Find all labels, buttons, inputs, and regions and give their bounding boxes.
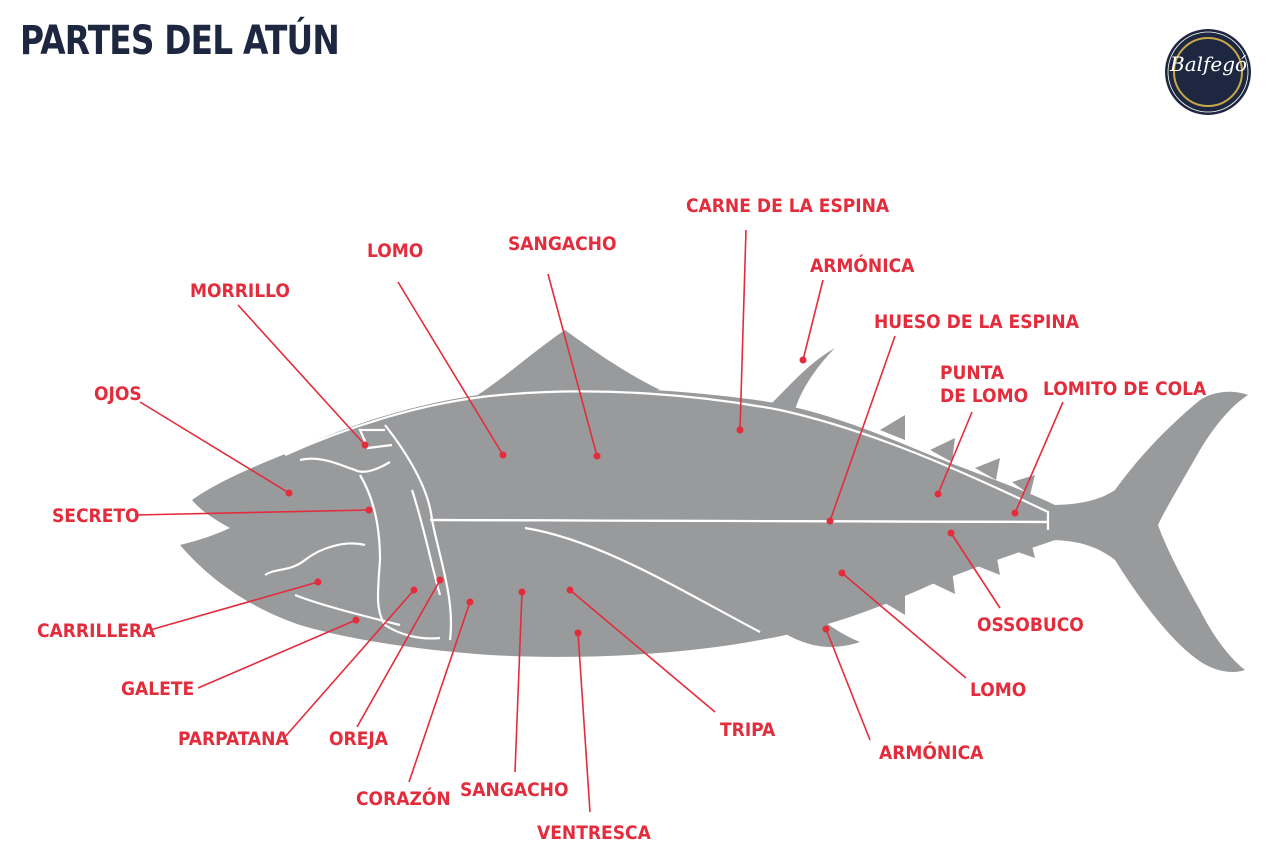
label-punta-lomo-2: DE LOMO xyxy=(940,385,1028,407)
tuna-silhouette xyxy=(180,330,1248,672)
label-oreja: OREJA xyxy=(329,728,389,750)
label-carrillera: CARRILLERA xyxy=(37,620,156,642)
label-sangacho-bottom: SANGACHO xyxy=(460,779,568,801)
leader-lines xyxy=(134,229,1064,813)
part-labels: MORRILLO LOMO SANGACHO CARNE DE LA ESPIN… xyxy=(37,195,1207,844)
label-lomo-bottom: LOMO xyxy=(970,679,1026,701)
label-ossobuco: OSSOBUCO xyxy=(977,614,1084,636)
logo-text: Balfegó xyxy=(1170,52,1248,76)
label-lomito-cola: LOMITO DE COLA xyxy=(1043,378,1207,400)
label-armonica-top: ARMÓNICA xyxy=(810,253,915,277)
label-corazon: CORAZÓN xyxy=(356,786,451,810)
balfego-logo xyxy=(1165,29,1251,115)
label-lomo-top: LOMO xyxy=(367,240,423,262)
label-secreto: SECRETO xyxy=(52,505,140,527)
label-ojos: OJOS xyxy=(94,383,142,405)
label-ventresca: VENTRESCA xyxy=(537,822,652,844)
label-morrillo: MORRILLO xyxy=(190,280,290,302)
label-punta-lomo-1: PUNTA xyxy=(940,362,1005,384)
label-parpatana: PARPATANA xyxy=(178,728,289,750)
label-tripa: TRIPA xyxy=(720,719,776,741)
page-title: PARTES DEL ATÚN xyxy=(20,18,340,64)
label-galete: GALETE xyxy=(121,678,194,700)
label-carne-espina: CARNE DE LA ESPINA xyxy=(686,195,890,217)
label-sangacho-top: SANGACHO xyxy=(508,233,616,255)
label-hueso-espina: HUESO DE LA ESPINA xyxy=(874,311,1080,333)
label-armonica-bottom: ARMÓNICA xyxy=(879,740,984,764)
